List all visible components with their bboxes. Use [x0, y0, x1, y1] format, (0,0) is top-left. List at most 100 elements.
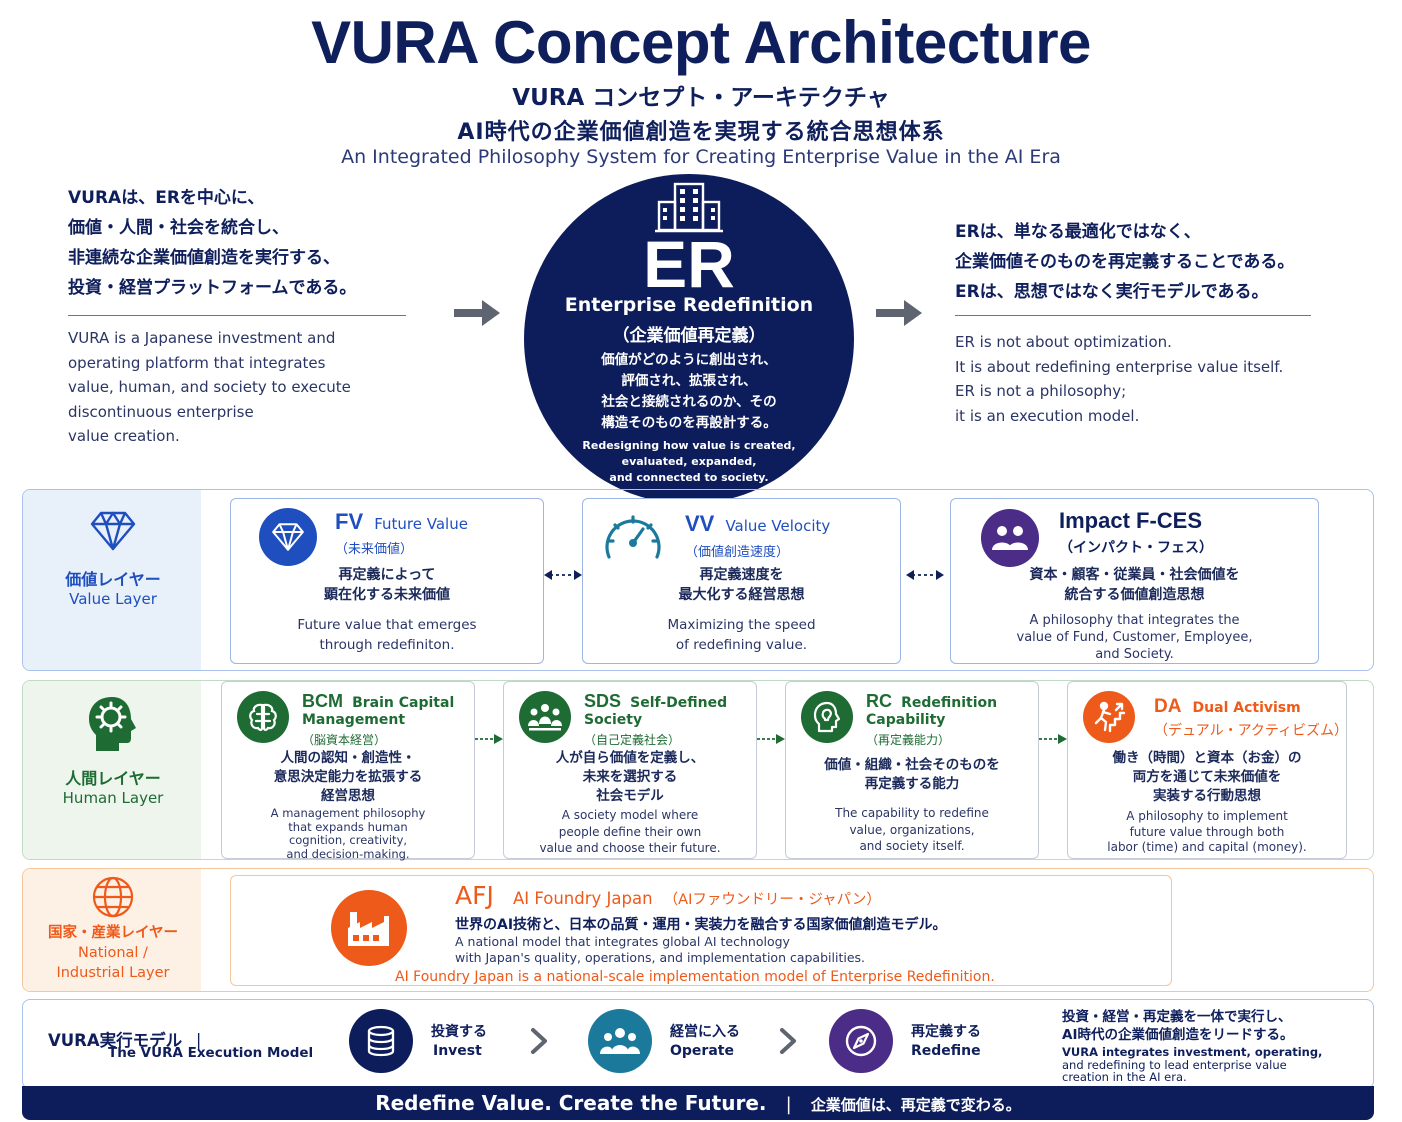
da-code: DA [1154, 696, 1182, 717]
er-desc-jp-line: 社会と接続されるのか、その [601, 394, 777, 410]
afj-name-jp: （AIファウンドリー・ジャパン） [663, 892, 881, 908]
da-desc-jp-line: 実装する行動思想 [1153, 788, 1261, 804]
left-intro-en-line: value creation. [68, 427, 180, 445]
national-layer-band [22, 868, 1374, 992]
sds-icon-badge [519, 691, 571, 743]
diamond-icon [272, 523, 304, 551]
vv-name: Value Velocity [725, 517, 831, 535]
impact-fces-name-jp: （インパクト・フェス） [1059, 540, 1213, 556]
left-intro-divider [68, 315, 406, 316]
national-layer-label-en-line: Industrial Layer [56, 965, 170, 981]
left-intro-en-line: operating platform that integrates [68, 353, 326, 372]
er-desc-en-line: Redesigning how value is created, [582, 439, 796, 452]
bcm-icon-badge [237, 691, 289, 743]
bcm-desc-jp-line: 意思決定能力を拡張する [273, 769, 423, 785]
brain-icon [249, 703, 277, 731]
execution-summary-en: VURA integrates investment, operating, a… [1062, 1046, 1322, 1084]
afj-code: AFJ [455, 881, 494, 910]
right-intro-en: ER is not about optimization. It is abou… [955, 330, 1375, 428]
page-title: VURA Concept Architecture [311, 9, 1091, 76]
er-core-circle: ER Enterprise Redefinition （企業価値再定義） 価値が… [524, 174, 854, 504]
impact-fces-desc-jp-line: 資本・顧客・従業員・社会価値を [1029, 567, 1240, 583]
right-intro-jp-line: ERは、思想ではなく実行モデルである。 [955, 282, 1269, 302]
value-layer-label-jp: 価値レイヤー [65, 570, 161, 589]
bcm-card: BCM Brain Capital Management （脳資本経営） 人間の… [221, 681, 475, 861]
national-layer-side: 国家・産業レイヤー National / Industrial Layer [23, 869, 201, 991]
impact-fces-card: Impact F-CES （インパクト・フェス） 資本・顧客・従業員・社会価値を… [950, 498, 1319, 664]
da-desc-jp-line: 両方を通じて未来価値を [1132, 769, 1282, 785]
execution-summary-en-line: VURA integrates investment, operating, [1062, 1045, 1323, 1059]
human-layer-side: 人間レイヤー Human Layer [23, 681, 201, 859]
sds-name-jp: （自己定義社会） [584, 733, 681, 747]
sds-card: SDS Self-Defined Society （自己定義社会） 人が自ら価値… [503, 681, 757, 859]
bcm-code: BCM [302, 691, 343, 711]
er-description-jp: 価値がどのように創出され、 評価され、拡張され、 社会と接続されるのか、その 構… [554, 350, 824, 434]
bcm-name-jp: （脳資本経営） [302, 733, 387, 747]
afj-desc-en: A national model that integrates global … [455, 934, 865, 965]
afj-tagline: AI Foundry Japan is a national-scale imp… [395, 969, 995, 985]
chevron-right-icon [531, 1028, 547, 1054]
invest-icon-badge [349, 1009, 413, 1073]
er-description-en: Redesigning how value is created, evalua… [564, 438, 814, 486]
execution-summary-en-line: and redefining to lead enterprise value [1062, 1057, 1287, 1072]
er-desc-en-line: and connected to society. [609, 471, 769, 484]
da-name-jp: （デュアル・アクティビズム） [1154, 723, 1349, 739]
rc-desc-en-line: The capability to redefine [835, 806, 989, 820]
fv-desc-jp: 再定義によって 顕在化する未来価値 [231, 565, 543, 605]
right-intro-en-line: ER is not a philosophy; [955, 382, 1127, 400]
national-layer-label-jp: 国家・産業レイヤー [47, 925, 179, 941]
vv-code: VV [685, 511, 715, 536]
right-intro-jp-line: 企業価値そのものを再定義することである。 [955, 252, 1295, 272]
sds-desc-en-line: value and choose their future. [539, 841, 721, 855]
rc-name-line: Capability [866, 712, 946, 728]
left-intro-en-line: value, human, and society to execute [68, 378, 351, 396]
sds-name-line: Self-Defined [630, 695, 728, 711]
bcm-desc-en: A management philosophy that expands hum… [222, 806, 474, 861]
footer-tagline-en: Redefine Value. Create the Future. [375, 1091, 767, 1115]
team-icon [600, 1028, 640, 1054]
vv-name-jp: （価値創造速度） [685, 545, 790, 560]
bcm-desc-en-line: and decision-making. [286, 846, 410, 861]
fv-desc-en-line: Future value that emerges [297, 617, 477, 633]
rc-code: RC [866, 691, 892, 711]
redefine-icon-badge [829, 1009, 893, 1073]
arrow-right-icon [876, 300, 922, 326]
rc-desc-jp-line: 再定義する能力 [864, 776, 960, 792]
vv-card: VV Value Velocity （価値創造速度） 再定義速度を 最大化する経… [582, 498, 901, 664]
bcm-name-line: Brain Capital [352, 695, 455, 711]
vv-desc-en: Maximizing the speed of redefining value… [583, 615, 900, 655]
redefine-step-en: Redefine [911, 1043, 981, 1059]
fv-desc-en: Future value that emerges through redefi… [231, 615, 543, 655]
right-intro-en-line: ER is not about optimization. [955, 333, 1172, 351]
fv-desc-jp-line: 再定義によって [338, 567, 436, 583]
er-name: Enterprise Redefinition [564, 294, 814, 316]
execution-label-separator: | [195, 1031, 202, 1050]
rc-name-line: Redefinition [901, 695, 998, 711]
fv-name: Future Value [374, 515, 468, 533]
rc-desc-jp-line: 価値・組織・社会そのものを [824, 757, 1000, 773]
impact-fces-code: Impact F-CES [1059, 508, 1203, 533]
speedometer-icon [605, 515, 661, 559]
afj-desc-en-line: A national model that integrates global … [455, 934, 790, 949]
da-name-line: Dual Activism [1192, 700, 1301, 716]
value-layer-band [22, 489, 1374, 671]
left-intro-en-line: VURA is a Japanese investment and [68, 329, 336, 347]
bcm-desc-en-line: A management philosophy [270, 806, 426, 820]
people-group-icon [992, 526, 1028, 550]
fv-desc-jp-line: 顕在化する未来価値 [324, 587, 450, 603]
sds-desc-en: A society model where people define thei… [504, 807, 756, 857]
afj-card: AFJ AI Foundry Japan （AIファウンドリー・ジャパン） 世界… [230, 875, 1172, 986]
right-intro-jp: ERは、単なる最適化ではなく、 企業価値そのものを再定義することである。 ERは… [955, 217, 1375, 307]
human-layer-label-en: Human Layer [62, 789, 164, 807]
arrow-right-icon [454, 300, 500, 326]
fv-desc-en-line: through redefiniton. [319, 637, 455, 653]
redefine-step-jp: 再定義する [911, 1024, 981, 1040]
climbing-person-icon [1094, 701, 1126, 733]
vv-desc-jp-line: 再定義速度を [699, 567, 784, 583]
impact-fces-icon-badge [981, 509, 1039, 567]
execution-summary-jp: 投資・経営・再定義を一体で実行し、 AI時代の企業価値創造をリードする。 [1062, 1008, 1293, 1044]
value-layer-label-en: Value Layer [69, 590, 157, 608]
right-intro-en-line: It is about redefining enterprise value … [955, 357, 1284, 376]
sds-desc-jp-line: 人が自ら価値を定義し、 [555, 750, 705, 766]
impact-fces-desc-en-line: A philosophy that integrates the [1029, 613, 1240, 628]
